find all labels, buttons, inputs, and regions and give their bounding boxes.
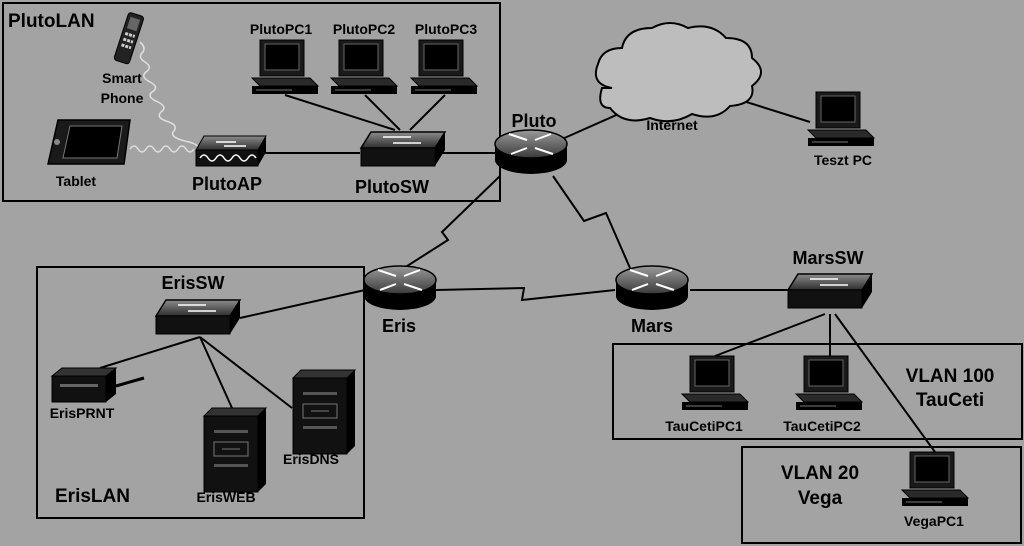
pluto-lan-label: PlutoLAN [8, 11, 95, 32]
eris-prnt-label: ErisPRNT [50, 405, 115, 421]
eris-web-server-icon [203, 407, 267, 493]
pluto-ap-label: PlutoAP [192, 174, 262, 194]
mars-switch-icon [787, 273, 873, 309]
pluto-pc2-label: PlutoPC2 [333, 21, 395, 37]
pluto-pc1-label: PlutoPC1 [250, 21, 312, 37]
vlan100-label-line2: TauCeti [916, 390, 984, 411]
pluto-router-label: Pluto [512, 111, 557, 131]
eris-sw-label: ErisSW [161, 273, 224, 293]
pluto-router-icon [494, 129, 568, 175]
tablet-icon [47, 119, 131, 165]
smartphone-wireless-link [139, 41, 201, 153]
pluto-switch-icon [360, 131, 446, 167]
eris-lan-zone [36, 266, 365, 519]
pluto-pc2-icon [330, 39, 398, 95]
pluto-lan-zone [2, 2, 501, 202]
access-point-icon [195, 135, 267, 167]
vlan20-zone [741, 446, 1022, 544]
tauceti-pc1-label: TauCetiPC1 [665, 418, 743, 434]
mars-sw-label: MarsSW [792, 248, 863, 268]
vega-pc1-icon [901, 451, 969, 507]
eris-lan-label: ErisLAN [55, 486, 130, 507]
mars-router-icon [615, 265, 689, 311]
pluto-pc3-icon [410, 39, 478, 95]
eris-dns-label: ErisDNS [283, 451, 339, 467]
vlan20-label-line1: VLAN 20 [781, 463, 859, 484]
pluto-pc3-label: PlutoPC3 [415, 21, 477, 37]
tablet-wireless-link [129, 145, 195, 153]
vlan20-label-line2: Vega [798, 488, 843, 509]
mars-router-label: Mars [631, 316, 673, 336]
tauceti-pc1-icon [681, 355, 749, 411]
eris-switch-icon [155, 299, 241, 335]
internet-cloud-icon [594, 22, 762, 123]
smartphone-label-line2: Phone [101, 90, 144, 106]
eris-web-label: ErisWEB [196, 489, 255, 505]
vega-pc1-label: VegaPC1 [904, 513, 964, 529]
eris-router-icon [363, 265, 437, 311]
links [99, 94, 936, 453]
eris-router-label: Eris [382, 316, 416, 336]
vlan100-label-line1: VLAN 100 [906, 366, 995, 387]
tauceti-pc2-label: TauCetiPC2 [783, 418, 861, 434]
pluto-pc1-icon [251, 39, 319, 95]
internet-label: Internet [646, 117, 698, 133]
smartphone-label-line1: Smart [102, 70, 142, 86]
eris-dns-server-icon [292, 369, 356, 455]
vlan100-zone [612, 343, 1023, 440]
smartphone-icon [113, 12, 144, 65]
teszt-pc-label: Teszt PC [814, 152, 872, 168]
tablet-label: Tablet [56, 173, 97, 189]
tauceti-pc2-icon [795, 355, 863, 411]
pluto-sw-label: PlutoSW [355, 177, 429, 197]
printer-icon [50, 367, 145, 403]
teszt-pc-icon [807, 91, 875, 147]
